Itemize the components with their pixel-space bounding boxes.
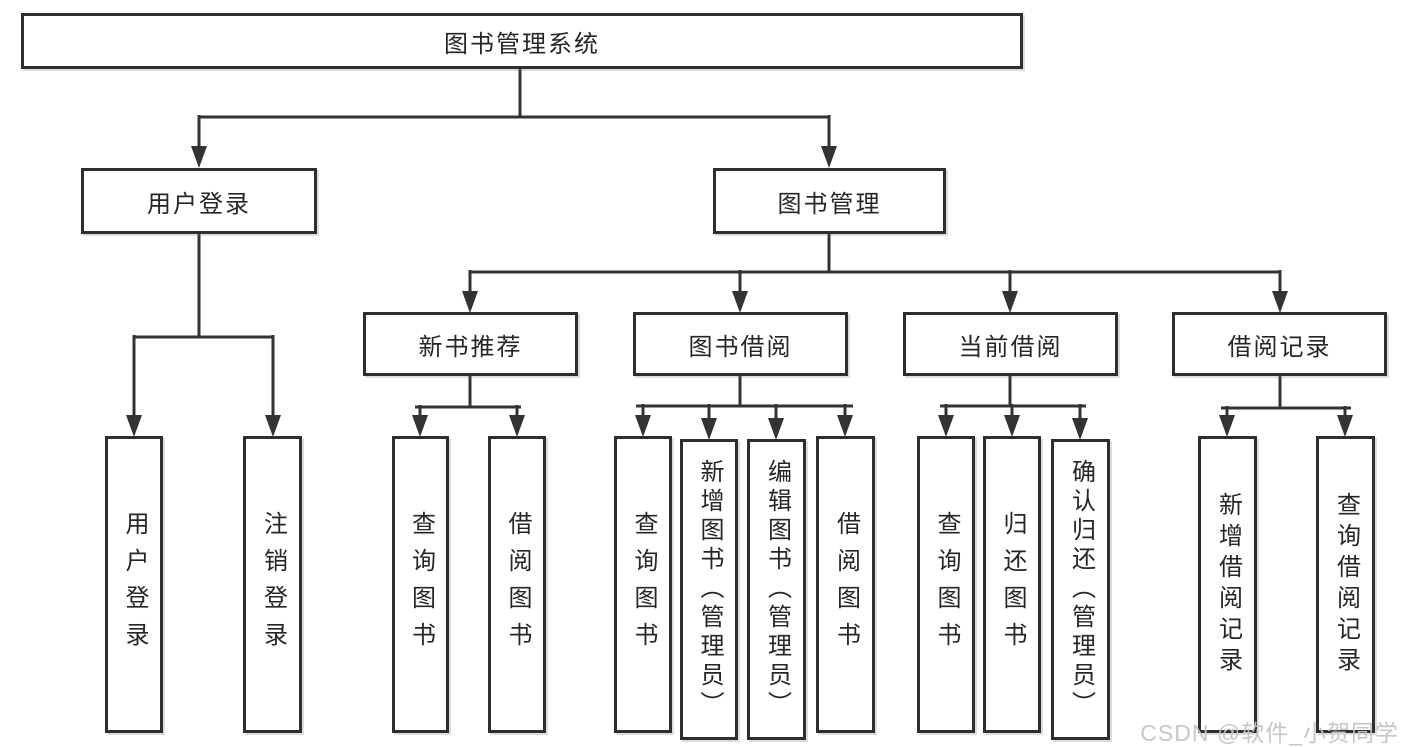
leaf-logout-login: 注销登录 [243, 436, 302, 733]
leaf-confirm-return-admin: 确认归还（管理员） [1051, 439, 1110, 740]
leaf-add-book-admin: 新增图书（管理员） [680, 439, 738, 740]
leaf-borrow-books-2: 借阅图书 [816, 436, 875, 733]
leaf-query-borrow-record: 查询借阅记录 [1316, 436, 1375, 733]
leaf-add-borrow-record: 新增借阅记录 [1198, 436, 1257, 733]
node-user-login: 用户登录 [81, 168, 317, 234]
leaf-query-books-2: 查询图书 [614, 436, 672, 733]
leaf-return-book: 归还图书 [983, 436, 1041, 733]
leaf-edit-book-admin: 编辑图书（管理员） [747, 439, 806, 740]
leaf-user-login: 用户登录 [105, 436, 163, 733]
csdn-watermark: CSDN @软件_小贺同学 [1140, 720, 1399, 746]
leaf-borrow-books-1: 借阅图书 [488, 436, 546, 733]
leaf-query-books-1: 查询图书 [392, 436, 449, 733]
node-new-book-recommend: 新书推荐 [363, 312, 578, 376]
node-book-management: 图书管理 [713, 168, 946, 234]
node-borrow-records: 借阅记录 [1172, 312, 1387, 376]
node-root-system: 图书管理系统 [21, 13, 1023, 69]
node-book-borrow: 图书借阅 [633, 312, 848, 376]
leaf-query-books-3: 查询图书 [917, 436, 975, 733]
node-current-borrow: 当前借阅 [903, 312, 1118, 376]
